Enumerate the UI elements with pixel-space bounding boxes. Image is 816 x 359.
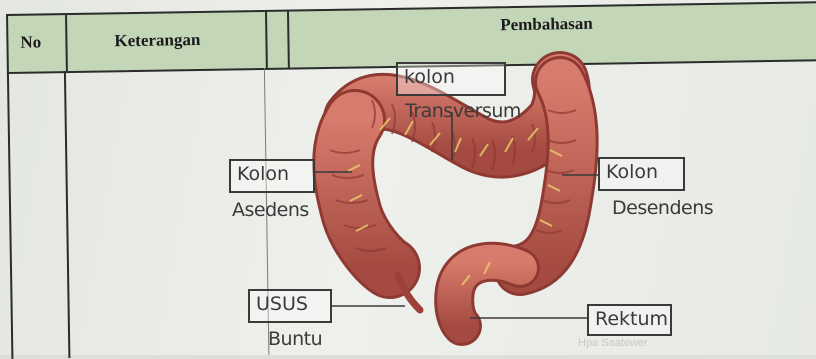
label-box-kolon-desendens: Kolon	[598, 157, 685, 191]
label-box-usus-buntu: USUS	[248, 289, 332, 323]
label-kolon-desendens-line2: Desendens	[612, 197, 713, 219]
label-kolon-desendens-line1: Kolon	[606, 161, 658, 183]
label-kolon-asedens-line2: Asedens	[232, 199, 309, 221]
label-kolon-asedens-line1: Kolon	[237, 163, 289, 185]
label-kolon-transversum-line1: kolon	[404, 66, 455, 88]
watermark: Hpa Saatewer	[578, 337, 648, 349]
label-kolon-transversum-line2: Transversum	[405, 100, 521, 122]
label-usus-buntu-line1: USUS	[256, 293, 308, 315]
label-box-rektum: Rektum	[587, 304, 672, 336]
label-rektum: Rektum	[595, 308, 668, 330]
label-usus-buntu-line2: Buntu	[268, 328, 322, 350]
label-box-kolon-asedens: Kolon	[229, 159, 315, 193]
label-box-kolon-transversum: kolon	[396, 62, 506, 96]
